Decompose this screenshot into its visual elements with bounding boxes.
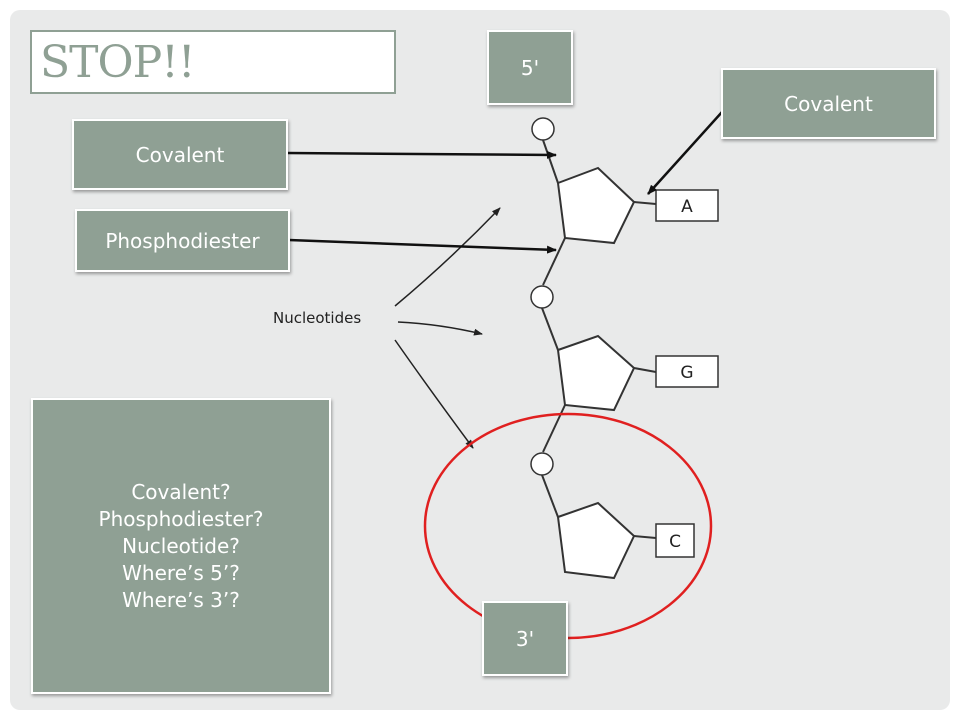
covalent-right-label: Covalent xyxy=(721,68,936,139)
question-item: Where’s 3’? xyxy=(122,587,240,612)
covalent-left-arrow xyxy=(286,150,557,159)
sugar-pentagon xyxy=(556,334,636,412)
sugar-pentagon xyxy=(556,166,636,245)
nucleotide-arrow-middle xyxy=(397,321,483,336)
covalent-right-arrow xyxy=(647,111,723,195)
phosphate-circle xyxy=(530,452,554,476)
highlight-ellipse xyxy=(423,412,713,640)
five-prime-label: 5' xyxy=(487,30,573,105)
covalent-left-label: Covalent xyxy=(72,119,288,190)
phosphodiester-label: Phosphodiester xyxy=(75,209,290,272)
phosphate-circle xyxy=(531,117,555,141)
three-prime-label: 3' xyxy=(482,601,568,676)
slide: A G C Nucleotides xyxy=(10,10,950,710)
sugar-pentagon xyxy=(556,501,636,580)
phosphate-circle xyxy=(530,285,554,309)
base-label-a: A xyxy=(681,197,693,217)
nucleotide-2: G xyxy=(530,285,719,453)
phosphodiester-arrow xyxy=(288,238,557,254)
slide-title: STOP!! xyxy=(30,30,396,94)
nucleotide-arrow-top xyxy=(394,207,501,307)
dna-strand-diagram: A G C Nucleotides xyxy=(273,111,723,640)
base-label-g: G xyxy=(680,363,693,383)
base-label-c: C xyxy=(669,532,681,552)
nucleotide-1: A xyxy=(531,117,719,286)
nucleotides-label: Nucleotides xyxy=(273,309,361,327)
nucleotide-3: C xyxy=(530,452,695,580)
base-box-c xyxy=(655,523,695,558)
question-item: Nucleotide? xyxy=(122,533,240,558)
question-item: Covalent? xyxy=(131,479,231,504)
nucleotide-arrow-bottom xyxy=(394,339,474,449)
base-box-g xyxy=(655,355,719,388)
questions-box: Covalent? Phosphodiester? Nucleotide? Wh… xyxy=(31,398,331,694)
question-item: Where’s 5’? xyxy=(122,560,240,585)
question-item: Phosphodiester? xyxy=(98,506,264,531)
base-box-a xyxy=(655,189,719,222)
